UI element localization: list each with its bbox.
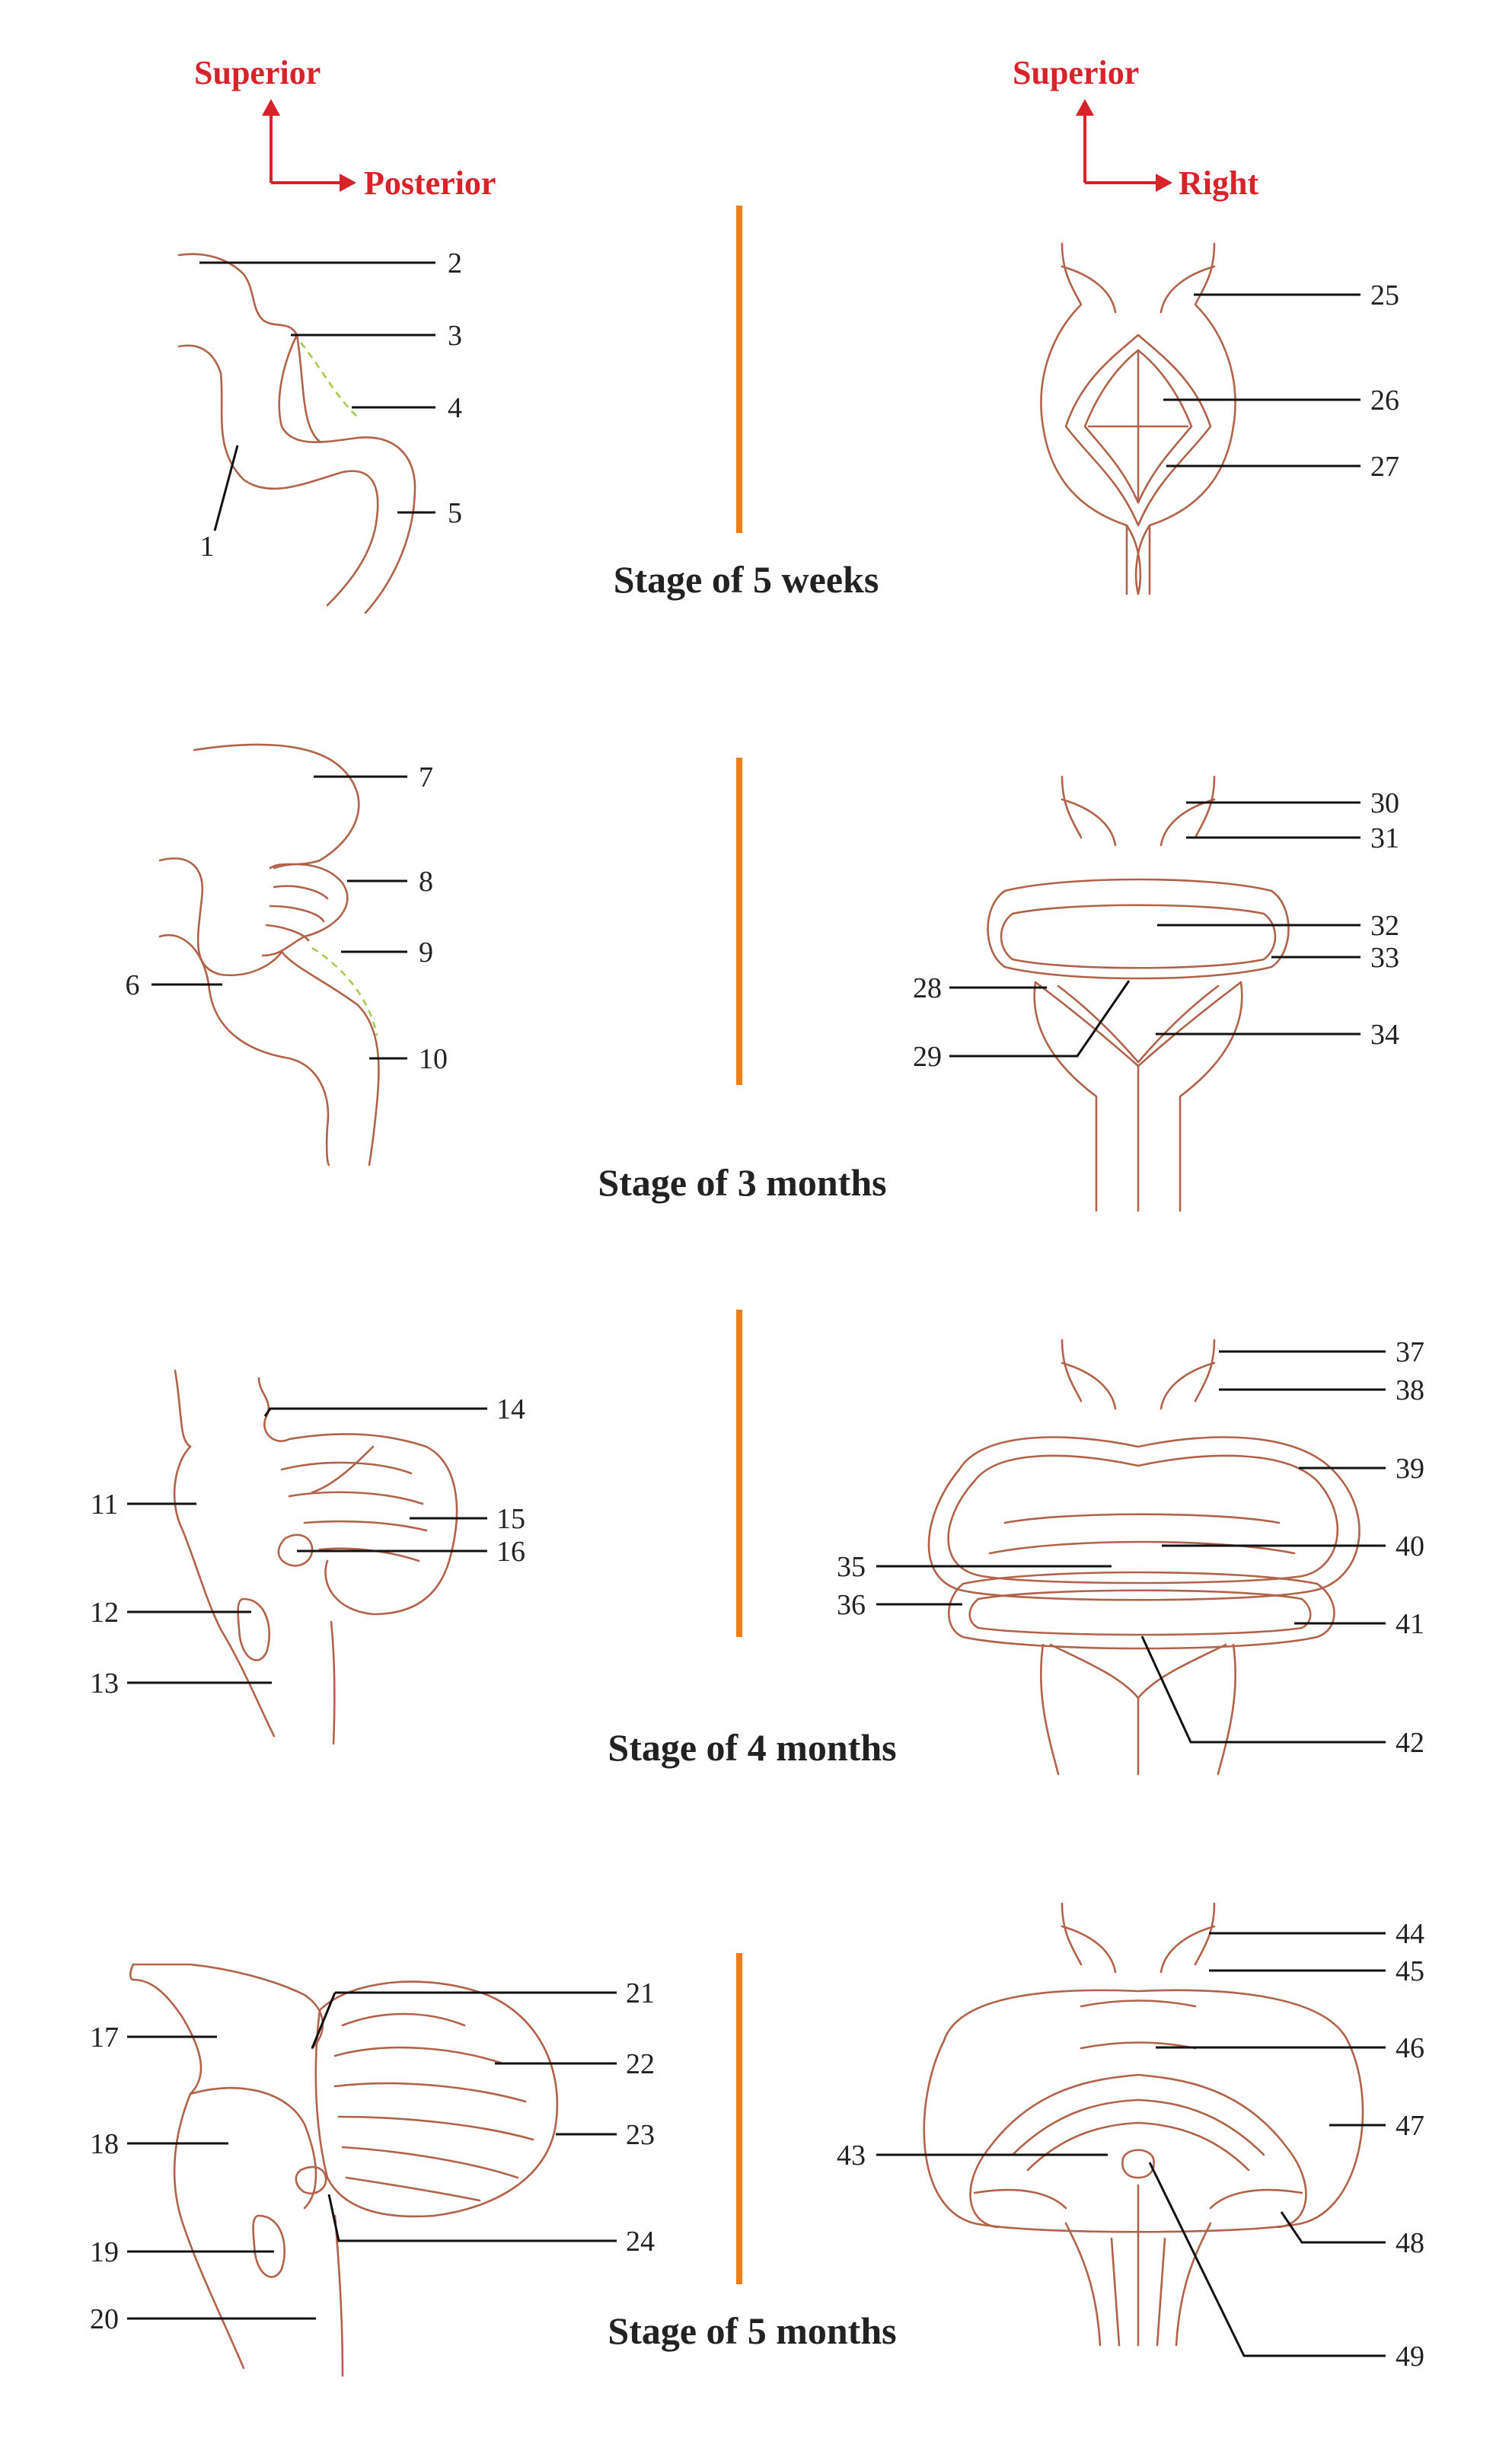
label-41: 41 (1396, 1608, 1424, 1640)
label-42: 42 (1396, 1727, 1424, 1759)
superior-arrowhead-right (1076, 99, 1094, 116)
label-2: 2 (448, 247, 462, 279)
stage-title-4-months: Stage of 4 months (608, 1726, 896, 1769)
label-29: 29 (913, 1041, 942, 1073)
stage-title-5-months: Stage of 5 months (608, 2309, 896, 2352)
label-48: 48 (1396, 2227, 1424, 2259)
right-arrowhead (1156, 174, 1172, 192)
label-8: 8 (419, 866, 433, 898)
label-17: 17 (90, 2022, 119, 2054)
label-30: 30 (1370, 787, 1399, 819)
label-39: 39 (1396, 1453, 1424, 1485)
orientation-right: Superior Right (1013, 54, 1258, 202)
label-18: 18 (90, 2128, 119, 2160)
label-28: 28 (913, 972, 942, 1004)
label-31: 31 (1370, 822, 1399, 854)
posterior-label: Posterior (364, 164, 496, 202)
label-15: 15 (496, 1503, 525, 1535)
label-13: 13 (90, 1668, 119, 1699)
label-10: 10 (419, 1043, 448, 1075)
label-24: 24 (626, 2226, 655, 2258)
label-26: 26 (1370, 385, 1399, 416)
superior-label-right: Superior (1013, 54, 1139, 91)
label-34: 34 (1370, 1019, 1399, 1051)
right-label: Right (1179, 164, 1258, 202)
label-14: 14 (496, 1393, 525, 1425)
label-36: 36 (837, 1589, 866, 1621)
stage-title-3-months: Stage of 3 months (598, 1161, 886, 1204)
label-38: 38 (1396, 1374, 1424, 1406)
label-4: 4 (448, 392, 462, 424)
superior-arrowhead-left (262, 99, 280, 116)
label-1: 1 (200, 531, 215, 563)
label-12: 12 (90, 1597, 119, 1629)
sagittal-view-4-months (173, 1369, 458, 1745)
label-45: 45 (1396, 1955, 1424, 1987)
label-6: 6 (126, 969, 140, 1001)
label-9: 9 (419, 937, 433, 969)
orientation-left: Superior Posterior (194, 54, 496, 202)
dorsal-view-4-months (927, 1339, 1360, 1776)
dorsal-view-3-months (987, 775, 1290, 1212)
label-25: 25 (1370, 279, 1399, 311)
label-5: 5 (448, 497, 462, 529)
label-23: 23 (626, 2119, 655, 2151)
dorsal-view-5-months (923, 1902, 1364, 2347)
label-46: 46 (1396, 2032, 1424, 2064)
superior-label-left: Superior (194, 54, 321, 91)
dorsal-view-5-weeks (1040, 242, 1236, 595)
sagittal-view-5-months (129, 1963, 559, 2377)
label-40: 40 (1396, 1530, 1424, 1562)
sagittal-view-5-weeks (177, 253, 416, 614)
label-19: 19 (90, 2236, 119, 2268)
label-49: 49 (1396, 2341, 1424, 2373)
label-20: 20 (90, 2303, 119, 2335)
label-37: 37 (1396, 1336, 1424, 1368)
label-22: 22 (626, 2048, 655, 2080)
sagittal-view-3-months (158, 743, 380, 1166)
stage-title-5-weeks: Stage of 5 weeks (614, 558, 879, 601)
label-16: 16 (496, 1536, 525, 1568)
number-labels: 1 2 3 4 5 6 7 8 9 10 11 12 13 14 15 16 1… (90, 247, 1424, 2373)
label-44: 44 (1396, 1918, 1424, 1950)
posterior-arrowhead (340, 174, 356, 192)
label-32: 32 (1370, 910, 1399, 942)
label-11: 11 (91, 1489, 119, 1521)
label-43: 43 (837, 2140, 866, 2172)
label-21: 21 (626, 1977, 655, 2009)
label-27: 27 (1370, 451, 1399, 483)
label-33: 33 (1370, 942, 1399, 974)
label-3: 3 (448, 320, 462, 352)
label-47: 47 (1396, 2110, 1424, 2142)
label-7: 7 (419, 761, 433, 793)
leader-lines (127, 261, 1386, 2357)
label-35: 35 (837, 1551, 866, 1583)
